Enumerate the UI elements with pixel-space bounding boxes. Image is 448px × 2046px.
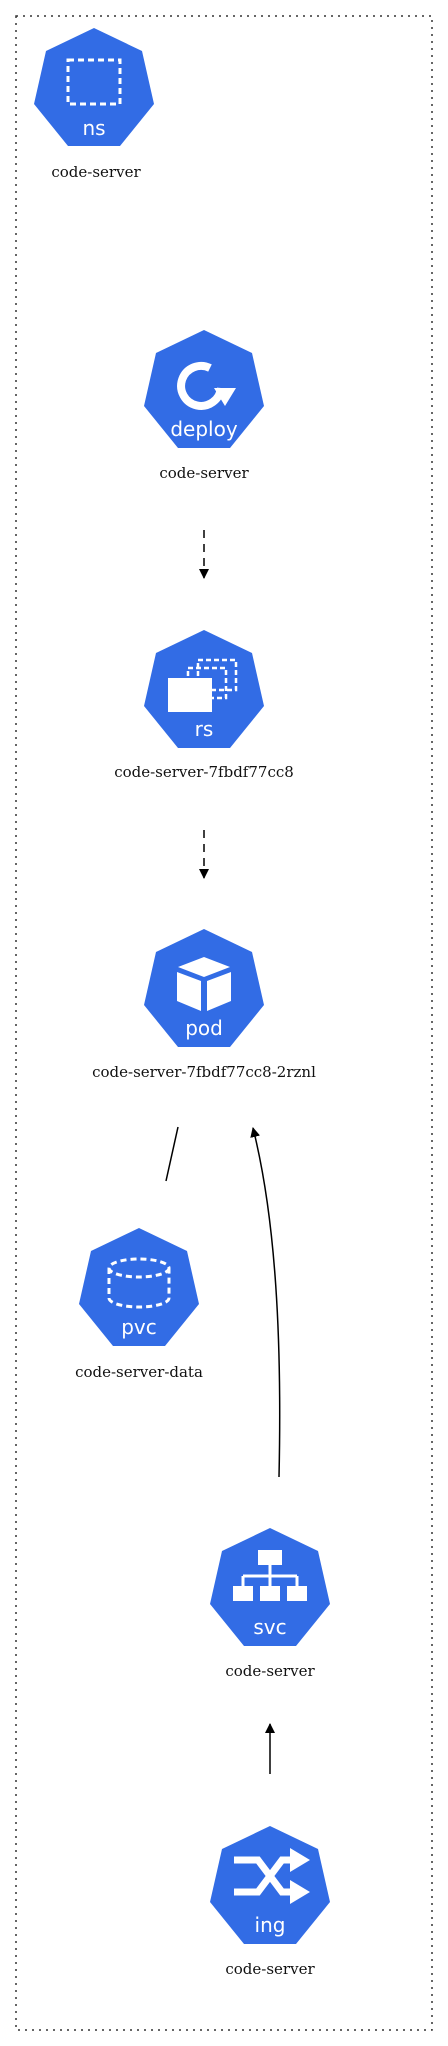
icon-kind-text: pvc — [121, 1315, 157, 1339]
replicaset-icon: rs — [144, 630, 264, 748]
ingress-icon: ing — [210, 1826, 330, 1944]
node-label: code-server — [225, 1662, 315, 1680]
pvc-icon: pvc — [79, 1228, 199, 1346]
node-pod[interactable]: pod code-server-7fbdf77cc8-2rznl — [92, 929, 316, 1081]
icon-kind-text: ing — [255, 1913, 286, 1937]
namespace-cluster-boundary — [15, 15, 433, 2031]
icon-kind-text: pod — [185, 1016, 223, 1040]
edges — [165, 530, 281, 1774]
node-label: code-server-7fbdf77cc8 — [114, 763, 294, 781]
pod-icon: pod — [144, 929, 264, 1047]
node-label: code-server — [159, 464, 249, 482]
node-ns[interactable]: ns code-server — [34, 28, 154, 181]
deployment-icon: deploy — [144, 330, 264, 448]
icon-kind-text: deploy — [170, 417, 237, 441]
edge-pod-to-pvc — [165, 1126, 179, 1182]
node-deploy[interactable]: deploy code-server — [144, 330, 264, 482]
node-label: code-server-data — [75, 1363, 203, 1381]
node-pvc[interactable]: pvc code-server-data — [75, 1228, 203, 1381]
node-label: code-server-7fbdf77cc8-2rznl — [92, 1063, 316, 1081]
node-ing[interactable]: ing code-server — [210, 1826, 330, 1978]
icon-kind-text: svc — [253, 1615, 286, 1639]
edge-svc-to-pod — [250, 1127, 281, 1478]
node-rs[interactable]: rs code-server-7fbdf77cc8 — [114, 630, 294, 781]
node-label: code-server — [51, 163, 141, 181]
node-label: code-server — [225, 1960, 315, 1978]
namespace-icon: ns — [34, 28, 154, 146]
service-icon: svc — [210, 1528, 330, 1646]
icon-kind-text: ns — [82, 116, 105, 140]
icon-kind-text: rs — [195, 717, 214, 741]
node-svc[interactable]: svc code-server — [210, 1528, 330, 1680]
